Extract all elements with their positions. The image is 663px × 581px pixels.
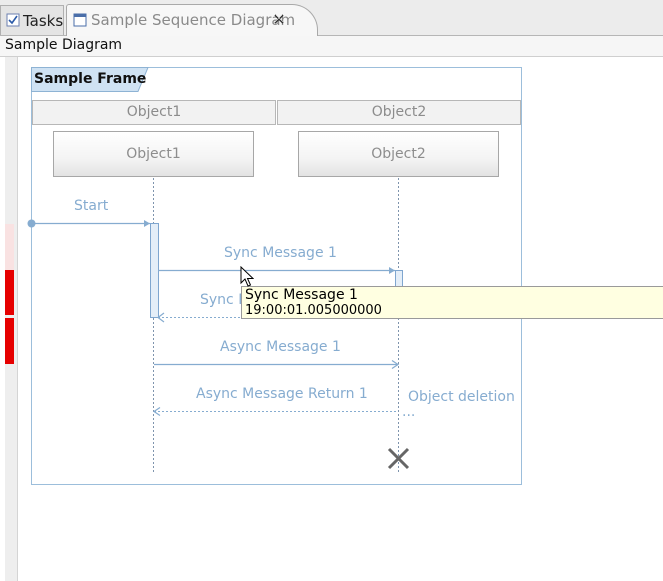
message-label-sync[interactable]: Sync Message 1 bbox=[224, 245, 337, 261]
mouse-pointer-icon bbox=[240, 266, 254, 287]
lifeline-object2[interactable]: Object2 bbox=[298, 131, 499, 177]
frame-title-tab bbox=[31, 67, 149, 92]
close-icon[interactable] bbox=[273, 13, 285, 25]
execution-bar-object2 bbox=[395, 270, 403, 287]
tab-label: Tasks bbox=[23, 12, 64, 30]
async-arrow-head bbox=[391, 360, 400, 369]
lifeline-object1[interactable]: Object1 bbox=[53, 131, 254, 177]
tasks-icon bbox=[6, 13, 20, 27]
message-tooltip: Sync Message 1 19:00:01.005000000 bbox=[241, 286, 663, 319]
tooltip-time: 19:00:01.005000000 bbox=[245, 303, 382, 318]
diagram-header bbox=[0, 36, 663, 57]
start-point bbox=[27, 219, 36, 228]
tooltip-title: Sync Message 1 bbox=[245, 287, 358, 303]
message-label-async-return[interactable]: Async Message Return 1 bbox=[196, 386, 368, 402]
lane-header-object2[interactable]: Object2 bbox=[277, 100, 521, 125]
execution-bar-object1 bbox=[150, 223, 159, 318]
tab-sample-sequence-diagram[interactable]: Sample Sequence Diagram bbox=[66, 4, 318, 36]
message-label-start[interactable]: Start bbox=[74, 198, 109, 214]
frame-title: Sample Frame bbox=[34, 71, 147, 87]
page-title: Sample Diagram bbox=[5, 37, 123, 53]
message-label-async[interactable]: Async Message 1 bbox=[220, 339, 341, 355]
diagram-icon bbox=[73, 13, 87, 27]
sync-arrow-head bbox=[389, 267, 395, 274]
sync-return-head bbox=[157, 312, 165, 323]
lane-header-object1[interactable]: Object1 bbox=[32, 100, 276, 125]
tab-tasks[interactable]: Tasks bbox=[0, 5, 64, 35]
object-deletion-label: Object deletion bbox=[408, 389, 515, 405]
time-range-marker[interactable] bbox=[5, 318, 14, 364]
ruler-divider bbox=[17, 57, 18, 581]
time-range-marker-light bbox=[5, 224, 14, 270]
async-return-head bbox=[152, 407, 161, 416]
time-range-marker[interactable] bbox=[5, 270, 14, 315]
start-arrow-head bbox=[144, 220, 150, 227]
object-deletion-icon bbox=[387, 447, 410, 470]
ellipsis-label: ... bbox=[402, 404, 416, 420]
tab-label: Sample Sequence Diagram bbox=[91, 11, 296, 29]
sequence-frame bbox=[31, 67, 522, 485]
